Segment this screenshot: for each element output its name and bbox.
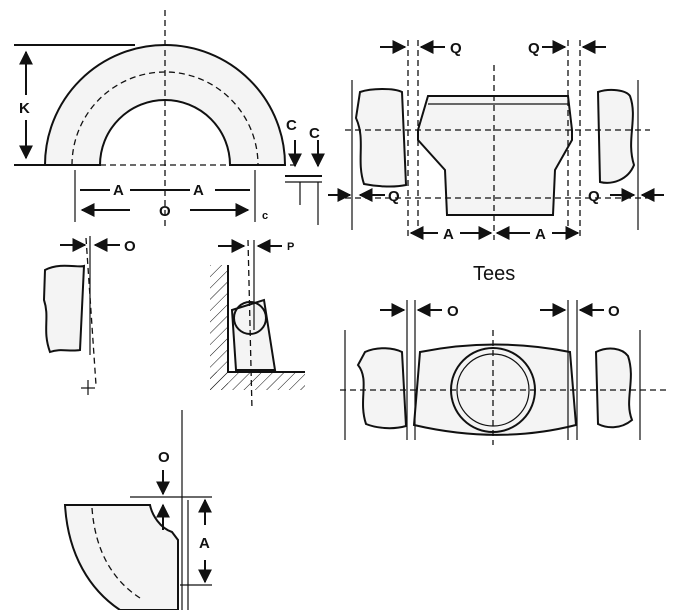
label-c-small: c — [262, 210, 268, 222]
flange-o-detail: O — [42, 236, 136, 395]
label-q-top-left: Q — [450, 40, 462, 57]
label-a-left: A — [113, 182, 124, 199]
label-a-right: A — [193, 182, 204, 199]
return-bend-figure: K A A O c C C — [14, 10, 325, 230]
label-o-bottom: O — [159, 203, 171, 220]
wall-p-detail: P — [210, 239, 305, 411]
label-o-elbow: O — [158, 449, 170, 466]
tee-figure: Q Q Q Q A A Tees — [328, 40, 664, 285]
elbow-figure: O A — [63, 410, 212, 610]
label-o-flange: O — [124, 238, 136, 255]
label-a-tee-right: A — [535, 226, 546, 243]
label-o-cross-right: O — [608, 303, 620, 320]
label-c-2: C — [309, 125, 320, 142]
return-outer-arc — [43, 44, 287, 166]
cross-figure: O O — [340, 300, 670, 445]
label-k: K — [19, 100, 30, 117]
label-a-tee-left: A — [443, 226, 454, 243]
label-c-1: C — [286, 117, 297, 134]
caption-tees: Tees — [473, 263, 515, 285]
label-p-wall: P — [287, 241, 294, 253]
label-a-elbow: A — [199, 535, 210, 552]
label-q-mid-left: Q — [388, 188, 400, 205]
label-q-top-right: Q — [528, 40, 540, 57]
label-q-mid-right: Q — [588, 188, 600, 205]
label-o-cross-left: O — [447, 303, 459, 320]
tee-body — [417, 95, 573, 216]
